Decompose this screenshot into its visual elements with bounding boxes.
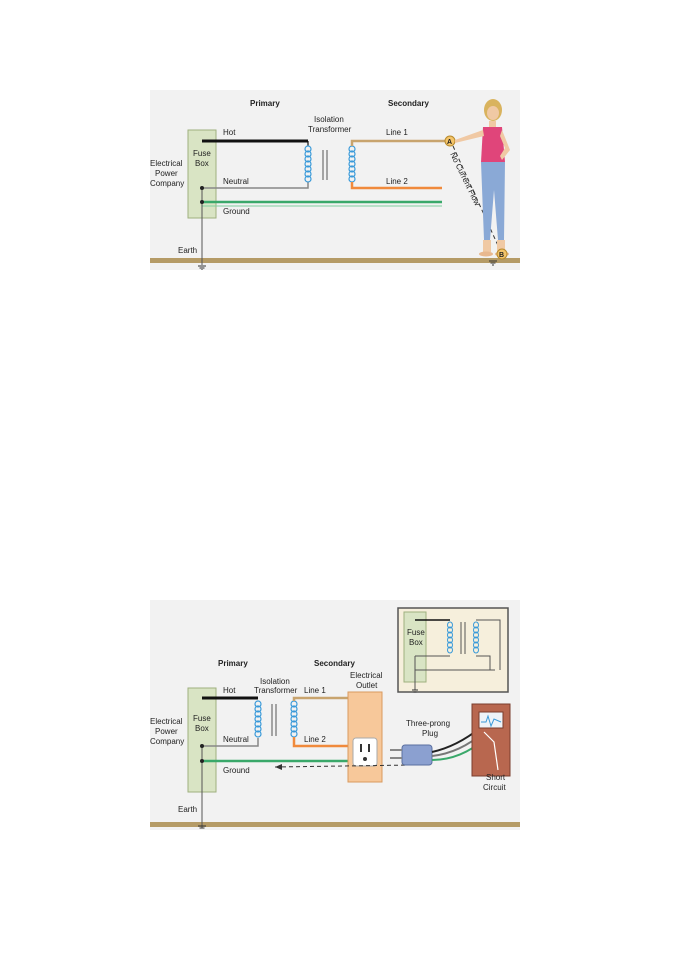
line1-label: Line 1: [386, 128, 408, 137]
primary-coil: [304, 141, 312, 183]
secondary-header: Secondary: [314, 659, 355, 668]
short-label-1: Short: [486, 773, 506, 782]
line2-label: Line 2: [386, 177, 408, 186]
line1-label: Line 1: [304, 686, 326, 695]
arrow-left-icon: [275, 764, 282, 770]
primary-coil: [254, 700, 262, 738]
transformer-label-1: Isolation: [260, 677, 290, 686]
company-label-1: Electrical: [150, 717, 183, 726]
secondary-header: Secondary: [388, 99, 429, 108]
point-b-label: B: [499, 252, 504, 259]
transformer-label-2: Transformer: [308, 125, 352, 134]
bottom-diagram-svg: Fuse Box Fuse Box Electrical Power Compa…: [150, 607, 520, 829]
primary-header: Primary: [218, 659, 248, 668]
company-label-1: Electrical: [150, 159, 183, 168]
outlet-face: [352, 737, 378, 767]
bottom-diagram: Fuse Box Fuse Box Electrical Power Compa…: [150, 600, 520, 830]
ground-symbol-icon: [198, 265, 206, 270]
person-ground-symbol-icon: [489, 260, 497, 266]
top-diagram: Fuse Box Electrical Power Company Primar…: [150, 90, 520, 270]
inset-fuse-box-label-1: Fuse: [407, 628, 425, 637]
fuse-box-label-1: Fuse: [193, 714, 211, 723]
no-current-path: [452, 145, 501, 251]
fuse-box-label-2: Box: [195, 159, 209, 168]
neutral-wire: [202, 738, 259, 747]
company-label-3: Company: [150, 179, 184, 188]
appliance-box: [471, 703, 511, 777]
company-label-2: Power: [155, 727, 178, 736]
earth-ground-strip: [150, 822, 520, 827]
electrical-outlet: [347, 691, 383, 783]
ground-label: Ground: [223, 766, 250, 775]
plug-label-2: Plug: [422, 729, 438, 738]
fault-current-path: [274, 764, 413, 768]
secondary-coil: [348, 145, 356, 183]
ground-symbol-icon: [198, 825, 206, 829]
earth-label: Earth: [178, 246, 197, 255]
neutral-label: Neutral: [223, 177, 249, 186]
transformer-label-1: Isolation: [314, 115, 344, 124]
short-circuit-wire: [483, 731, 499, 771]
hot-label: Hot: [223, 128, 236, 137]
hot-label: Hot: [223, 686, 236, 695]
fuse-box-label-1: Fuse: [193, 149, 211, 158]
transformer-label-2: Transformer: [254, 686, 298, 695]
primary-header: Primary: [250, 99, 280, 108]
line2-wire: [292, 737, 355, 748]
line1-wire: [350, 139, 446, 146]
line2-wire: [350, 182, 442, 190]
company-label-3: Company: [150, 737, 184, 746]
earth-ground-strip: [150, 258, 520, 263]
top-diagram-svg: Fuse Box Electrical Power Company Primar…: [150, 99, 520, 270]
neutral-wire: [202, 182, 309, 189]
earth-label: Earth: [178, 805, 197, 814]
inset-diagram: Fuse Box: [397, 607, 509, 693]
neutral-label: Neutral: [223, 735, 249, 744]
three-prong-plug: [390, 727, 487, 766]
point-b-marker: [496, 248, 508, 260]
outlet-label-2: Outlet: [356, 681, 378, 690]
ground-label: Ground: [223, 207, 250, 216]
outlet-label-1: Electrical: [350, 671, 383, 680]
short-label-2: Circuit: [483, 783, 506, 792]
line2-label: Line 2: [304, 735, 326, 744]
plug-label-1: Three-prong: [406, 719, 450, 728]
point-a-label: A: [447, 139, 452, 146]
fuse-box-label-2: Box: [195, 724, 209, 733]
inset-fuse-box-label-2: Box: [409, 638, 423, 647]
person-figure: [455, 99, 510, 257]
company-label-2: Power: [155, 169, 178, 178]
no-current-label: No Current Flow: [448, 151, 482, 207]
secondary-coil: [290, 700, 298, 738]
